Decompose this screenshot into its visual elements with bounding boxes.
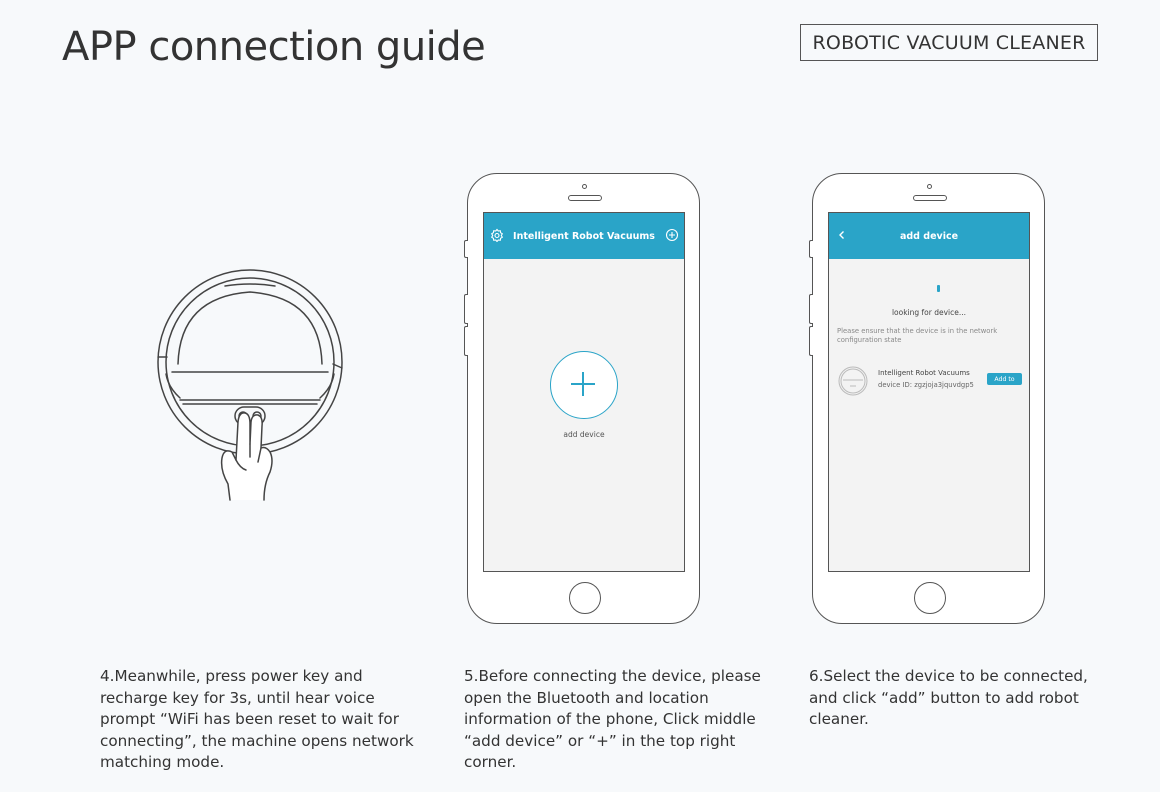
add-device-label: add device [563, 430, 605, 439]
phone-side-button [809, 240, 813, 258]
loading-indicator [937, 285, 940, 292]
phone-speaker [568, 195, 602, 201]
app-title: add device [899, 230, 959, 242]
search-status: looking for device... [891, 308, 967, 317]
robot-device-icon [838, 366, 868, 396]
product-badge: ROBOTIC VACUUM CLEANER [800, 24, 1098, 61]
phone-volume-down [809, 326, 813, 356]
app-header: Intelligent Robot Vacuums [484, 213, 684, 259]
gear-icon[interactable] [490, 228, 504, 242]
add-to-button[interactable]: Add to [987, 373, 1022, 385]
device-name: Intelligent Robot Vacuums [878, 369, 970, 377]
phone-screen: Intelligent Robot Vacuums add device [483, 212, 685, 572]
step-5-text: 5.Before connecting the device, please o… [464, 667, 761, 772]
phone-add-device-screen: add device looking for device... Please … [809, 173, 1045, 624]
plus-icon [571, 372, 596, 397]
step-6-text: 6.Select the device to be connected, and… [809, 667, 1088, 729]
plus-circle-icon[interactable] [665, 228, 679, 242]
device-id-label: device ID: [878, 381, 913, 389]
phone-screen: add device looking for device... Please … [828, 212, 1030, 572]
phone-camera [927, 184, 932, 189]
phone-home-button [569, 582, 601, 614]
phone-volume-down [464, 326, 468, 356]
device-id-value: zgzjoja3jquvdgp5 [914, 381, 974, 389]
app-title: Intelligent Robot Vacuums [513, 230, 655, 242]
phone-side-button [464, 240, 468, 258]
network-notice: Please ensure that the device is in the … [837, 327, 998, 345]
app-header: add device [829, 213, 1029, 259]
phone-home-button [914, 582, 946, 614]
phone-home-screen: Intelligent Robot Vacuums add device [464, 173, 700, 624]
add-device-button[interactable] [550, 351, 618, 419]
phone-volume-up [464, 294, 468, 324]
phone-speaker [913, 195, 947, 201]
chevron-left-icon[interactable] [835, 228, 849, 242]
robot-vacuum-illustration [157, 269, 343, 501]
phone-volume-up [809, 294, 813, 324]
step-4-text: 4.Meanwhile, press power key and recharg… [100, 667, 414, 772]
page-title: APP connection guide [62, 24, 486, 70]
phone-camera [582, 184, 587, 189]
device-id: device ID: zgzjoja3jquvdgp5 [878, 381, 974, 389]
